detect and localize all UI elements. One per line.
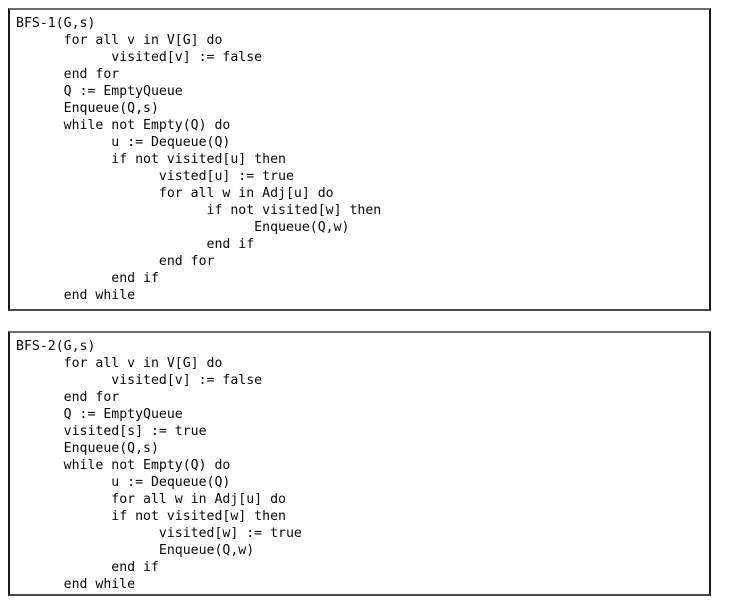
code-line: if not visited[w] then <box>16 203 382 218</box>
code-listing-bfs-2: BFS-2(G,s) for all v in V[G] do visited[… <box>10 338 709 593</box>
code-line: Q := EmptyQueue <box>16 407 183 422</box>
code-line: u := Dequeue(Q) <box>16 135 231 150</box>
code-line: Q := EmptyQueue <box>16 84 183 99</box>
code-line: Enqueue(Q,w) <box>16 220 350 235</box>
code-line: for all w in Adj[u] do <box>16 186 334 201</box>
code-line: end if <box>16 237 255 252</box>
code-line: visited[w] := true <box>16 526 302 541</box>
code-line: for all w in Adj[u] do <box>16 492 286 507</box>
algorithm-box-bfs-2: BFS-2(G,s) for all v in V[G] do visited[… <box>8 331 711 596</box>
code-line: if not visited[u] then <box>16 152 286 167</box>
code-line: end while <box>16 577 136 592</box>
code-line: end for <box>16 67 120 82</box>
code-line: end while <box>16 288 136 303</box>
code-line: Enqueue(Q,s) <box>16 441 159 456</box>
algorithm-box-bfs-1: BFS-1(G,s) for all v in V[G] do visited[… <box>8 8 711 311</box>
code-line: for all v in V[G] do <box>16 356 223 371</box>
algorithm-title: BFS-1(G,s) <box>16 16 96 31</box>
code-line: while not Empty(Q) do <box>16 458 231 473</box>
code-line: for all v in V[G] do <box>16 33 223 48</box>
code-line: visted[u] := true <box>16 169 294 184</box>
code-line: visited[v] := false <box>16 373 263 388</box>
code-line: Enqueue(Q,s) <box>16 101 159 116</box>
algorithm-title: BFS-2(G,s) <box>16 339 96 354</box>
code-line: visited[v] := false <box>16 50 263 65</box>
code-line: end if <box>16 271 159 286</box>
code-line: end if <box>16 560 159 575</box>
code-line: end for <box>16 390 120 405</box>
code-line: u := Dequeue(Q) <box>16 475 231 490</box>
code-line: end for <box>16 254 215 269</box>
code-line: if not visited[w] then <box>16 509 286 524</box>
code-line: while not Empty(Q) do <box>16 118 231 133</box>
code-listing-bfs-1: BFS-1(G,s) for all v in V[G] do visited[… <box>10 15 709 304</box>
code-line: Enqueue(Q,w) <box>16 543 255 558</box>
code-line: visited[s] := true <box>16 424 207 439</box>
